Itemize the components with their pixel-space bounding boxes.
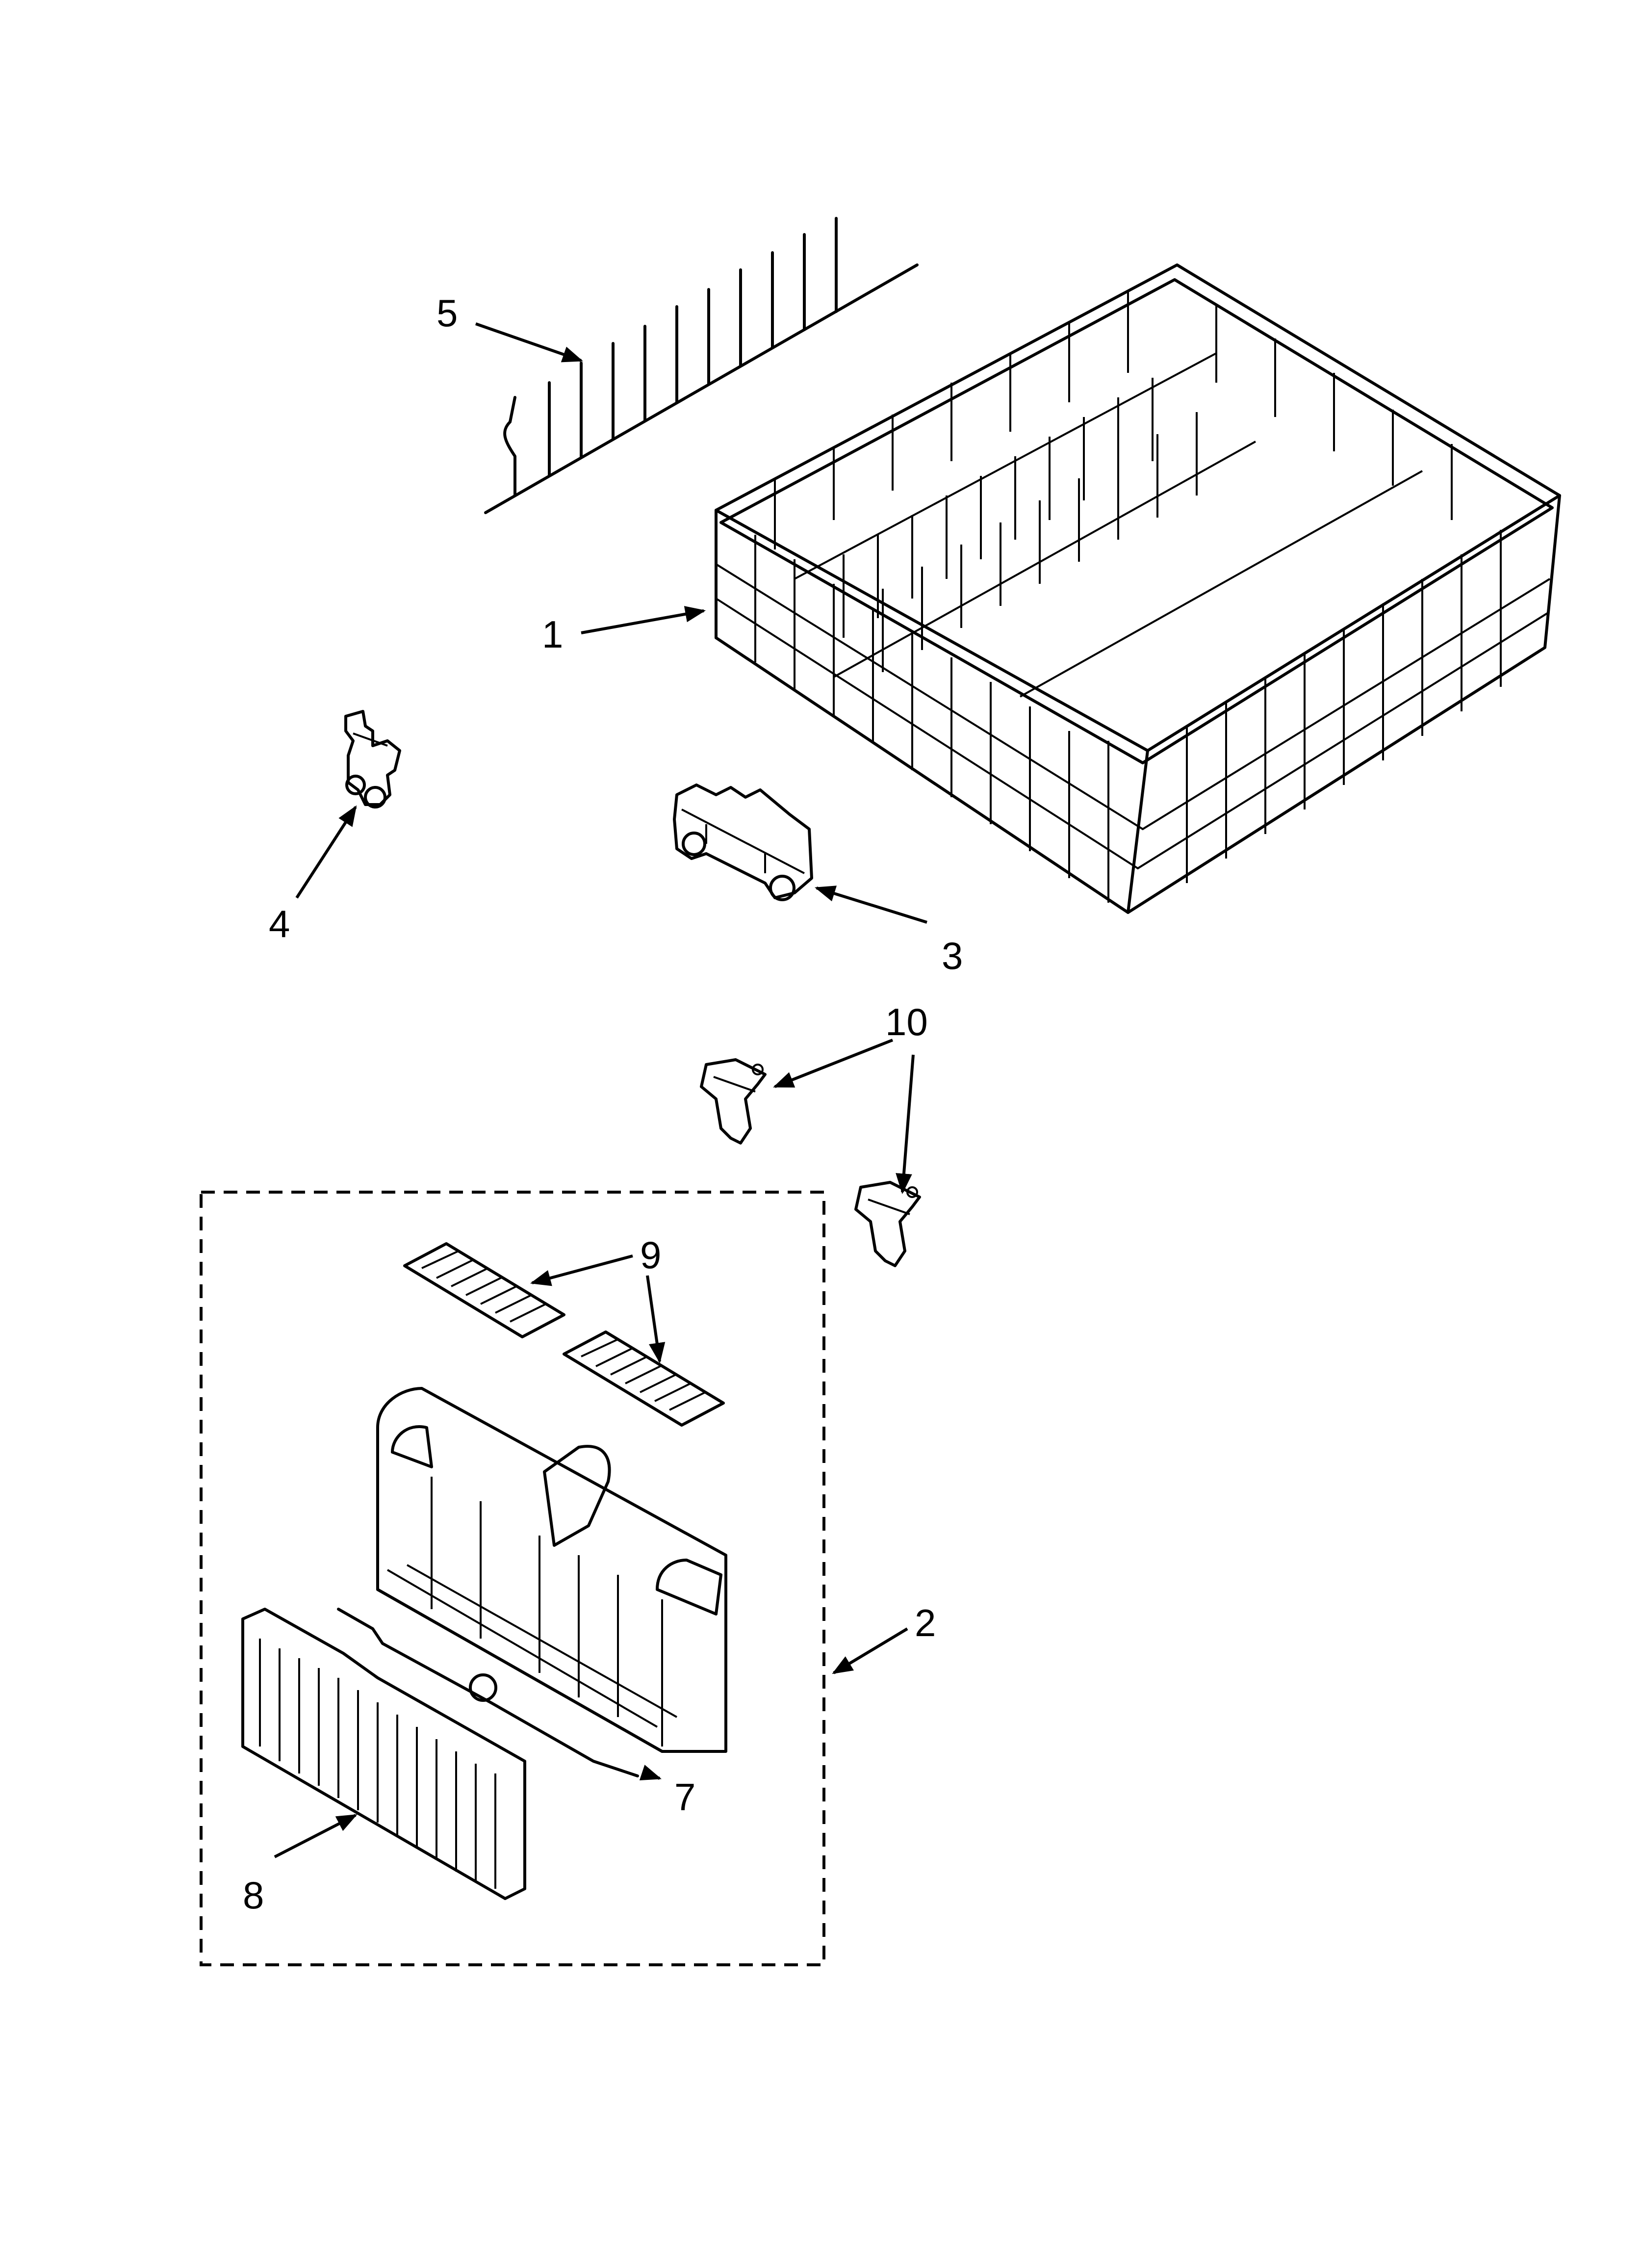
- callout-8: 8: [243, 1874, 264, 1917]
- basket-assembly-boundary: [200, 1191, 825, 1966]
- dishrack-part-1: [715, 263, 1561, 914]
- basket-lid-part-9-a: [403, 1242, 565, 1338]
- callout-7: 7: [674, 1775, 695, 1819]
- leader-lines: [274, 322, 927, 1858]
- handle-part-7: [337, 1608, 639, 1777]
- adjuster-part-4: [344, 710, 401, 808]
- callout-10: 10: [885, 1000, 928, 1043]
- tine-row-part-5: [484, 217, 919, 514]
- basket-lid-part-9-b: [563, 1330, 725, 1427]
- callout-2: 2: [915, 1601, 936, 1644]
- clip-part-10-b: [854, 1181, 921, 1267]
- silverware-basket: [376, 1387, 727, 1753]
- callout-9: 9: [640, 1233, 661, 1277]
- callout-1: 1: [542, 613, 563, 656]
- callout-3: 3: [942, 934, 963, 977]
- callout-4: 4: [269, 902, 290, 945]
- roller-assembly-part-3: [673, 783, 813, 901]
- callout-labels: 5 1 4 3 10 9 2 7 8: [243, 291, 963, 1917]
- side-panel-part-8: [241, 1608, 526, 1900]
- callout-5: 5: [436, 291, 458, 335]
- clip-part-10-a: [700, 1058, 767, 1145]
